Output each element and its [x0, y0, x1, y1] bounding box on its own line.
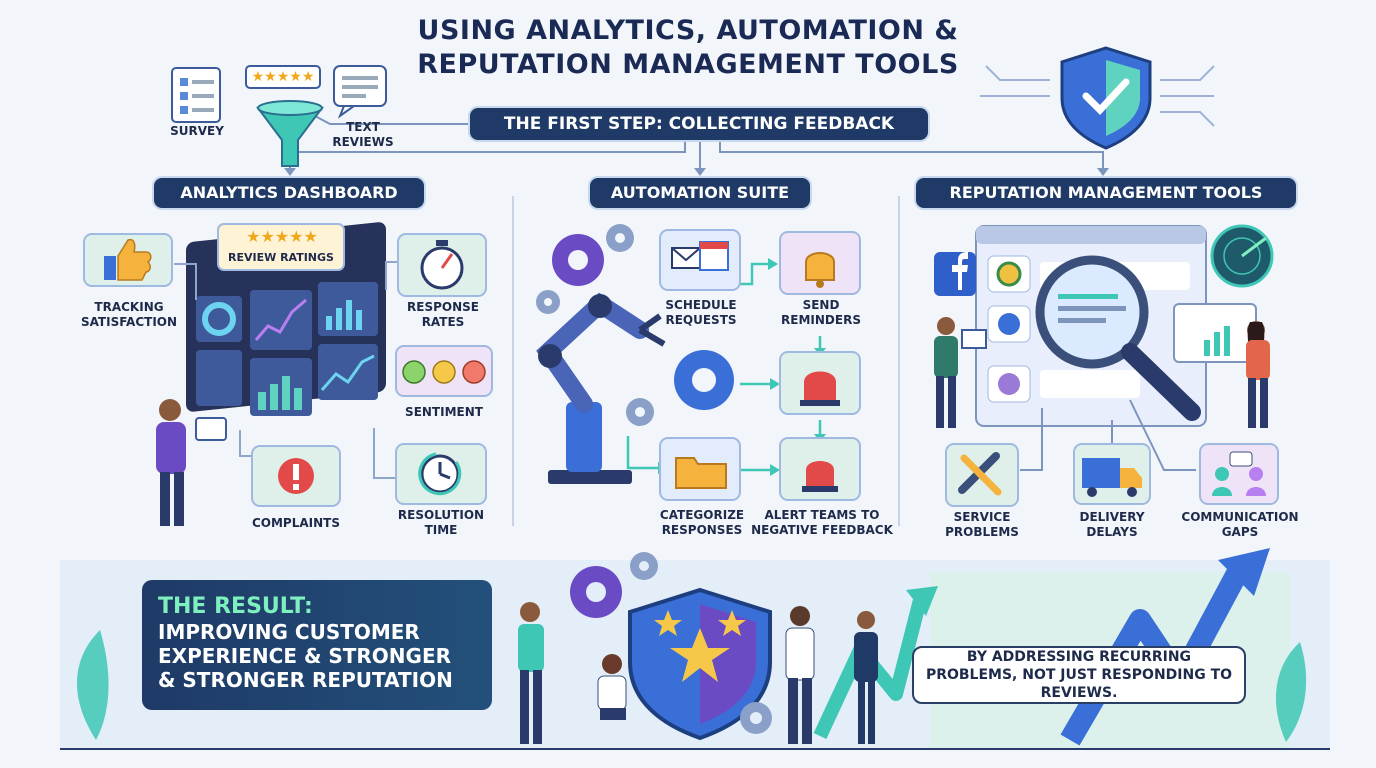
- send-reminders-tile: [779, 231, 861, 295]
- result-line-1: IMPROVING CUSTOMER: [158, 620, 420, 644]
- person-illustration: [934, 317, 987, 428]
- schedule-line-2: REQUESTS: [665, 313, 737, 327]
- circuit-lines: [980, 65, 1215, 127]
- text-reviews-label: TEXT REVIEWS: [328, 120, 398, 150]
- delivery-delays-tile: [1073, 443, 1151, 505]
- delivery-line-2: DELAYS: [1086, 525, 1138, 539]
- stopwatch-tile: [397, 233, 487, 297]
- survey-label: SURVEY: [170, 124, 224, 138]
- service-line-1: SERVICE: [953, 510, 1011, 524]
- survey-icon: [171, 67, 221, 123]
- shield-star-icon: [628, 587, 772, 741]
- magnifier-icon: [1035, 255, 1201, 421]
- resolution-time-tile: [395, 443, 487, 505]
- star-rating-card: [245, 65, 321, 89]
- tracking-satisfaction-label: TRACKING SATISFACTION: [70, 300, 188, 330]
- delivery-line-1: DELIVERY: [1079, 510, 1145, 524]
- title-line-2: REPUTATION MANAGEMENT TOOLS: [417, 49, 959, 80]
- review-ratings-tile: [217, 223, 345, 271]
- column-separator: [898, 196, 900, 526]
- comm-line-2: GAPS: [1221, 525, 1259, 539]
- response-line-1: RESPONSE: [407, 300, 479, 314]
- first-step-banner: THE FIRST STEP: COLLECTING FEEDBACK: [470, 108, 928, 140]
- communication-gaps-tile: [1199, 443, 1279, 505]
- funnel-icon: [256, 100, 324, 167]
- categorize-tile: [659, 437, 741, 501]
- analyst-person-illustration: [156, 399, 227, 526]
- result-box: THE RESULT: IMPROVING CUSTOMER EXPERIENC…: [142, 580, 492, 710]
- service-problems-tile: [945, 443, 1019, 507]
- page-title: USING ANALYTICS, AUTOMATION & REPUTATION…: [0, 14, 1376, 82]
- response-line-2: RATES: [421, 315, 465, 329]
- schedule-tile: [659, 229, 741, 291]
- recurring-problems-note: BY ADDRESSING RECURRING PROBLEMS, NOT JU…: [912, 646, 1246, 704]
- resolution-time-label: RESOLUTION TIME: [388, 508, 494, 538]
- review-ratings-label: REVIEW RATINGS: [228, 251, 334, 264]
- alarm-tile: [779, 351, 861, 415]
- communication-gaps-label: COMMUNICATION GAPS: [1180, 510, 1300, 540]
- text-review-bubble-icon: [333, 65, 387, 119]
- complaints-label: COMPLAINTS: [251, 516, 340, 530]
- analyst-screen-icon: [1173, 303, 1257, 363]
- gear-icon: [536, 224, 634, 314]
- sentiment-label: SENTIMENT: [405, 405, 483, 419]
- result-line-3: & STRONGER REPUTATION: [158, 668, 453, 692]
- categorize-responses-label: CATEGORIZE RESPONSES: [650, 508, 754, 538]
- section-title-automation: AUTOMATION SUITE: [590, 178, 810, 208]
- tracking-line-2: SATISFACTION: [80, 315, 178, 329]
- text-reviews-line-2: REVIEWS: [332, 135, 394, 149]
- comm-line-1: COMMUNICATION: [1181, 510, 1299, 524]
- text-reviews-line-1: TEXT: [346, 120, 380, 134]
- categorize-line-1: CATEGORIZE: [659, 508, 745, 522]
- send-reminders-label: SEND REMINDERS: [776, 298, 866, 328]
- categorize-line-2: RESPONSES: [661, 523, 743, 537]
- facebook-icon: [934, 252, 976, 296]
- thumbs-up-tile: [83, 233, 173, 287]
- sentiment-tile: [395, 345, 493, 397]
- radar-icon: [1210, 224, 1274, 288]
- send-line-1: SEND: [802, 298, 840, 312]
- service-line-2: PROBLEMS: [945, 525, 1019, 539]
- reputation-connectors: [1020, 399, 1196, 471]
- result-heading: THE RESULT:: [158, 594, 313, 619]
- title-line-1: USING ANALYTICS, AUTOMATION &: [417, 15, 959, 46]
- alert-tile: [779, 437, 861, 501]
- delivery-delays-label: DELIVERY DELAYS: [1064, 510, 1160, 540]
- automation-arrows: [626, 262, 822, 472]
- review-ratings-stars: ★★★★★: [246, 227, 318, 246]
- response-rates-label: RESPONSE RATES: [396, 300, 490, 330]
- result-line-2: EXPERIENCE & STRONGER: [158, 644, 452, 668]
- schedule-requests-label: SCHEDULE REQUESTS: [656, 298, 746, 328]
- baseline-rule: [60, 748, 1330, 750]
- shield-check-icon: [1060, 46, 1152, 150]
- service-problems-label: SERVICE PROBLEMS: [934, 510, 1030, 540]
- resolution-line-2: TIME: [424, 523, 458, 537]
- alert-teams-label: ALERT TEAMS TO NEGATIVE FEEDBACK: [748, 508, 896, 538]
- leaf-decoration: [76, 630, 1307, 742]
- tracking-line-1: TRACKING: [94, 300, 164, 314]
- alert-line-2: NEGATIVE FEEDBACK: [751, 523, 893, 537]
- section-title-reputation: REPUTATION MANAGEMENT TOOLS: [916, 178, 1296, 208]
- team-people-illustration: [518, 602, 878, 744]
- gear-icon: [626, 350, 734, 426]
- robot-arm-illustration: [536, 292, 666, 484]
- resolution-line-1: RESOLUTION: [397, 508, 485, 522]
- send-line-2: REMINDERS: [781, 313, 861, 327]
- gear-icon: [570, 552, 772, 734]
- schedule-line-1: SCHEDULE: [665, 298, 737, 312]
- feedback-stars: ★★★★★: [251, 69, 315, 85]
- column-separator: [512, 196, 514, 526]
- alert-line-1: ALERT TEAMS TO: [764, 508, 880, 522]
- connector-arrows: [284, 168, 1109, 176]
- person-illustration: [1246, 321, 1270, 428]
- complaints-tile: [251, 445, 341, 507]
- section-title-analytics: ANALYTICS DASHBOARD: [154, 178, 424, 208]
